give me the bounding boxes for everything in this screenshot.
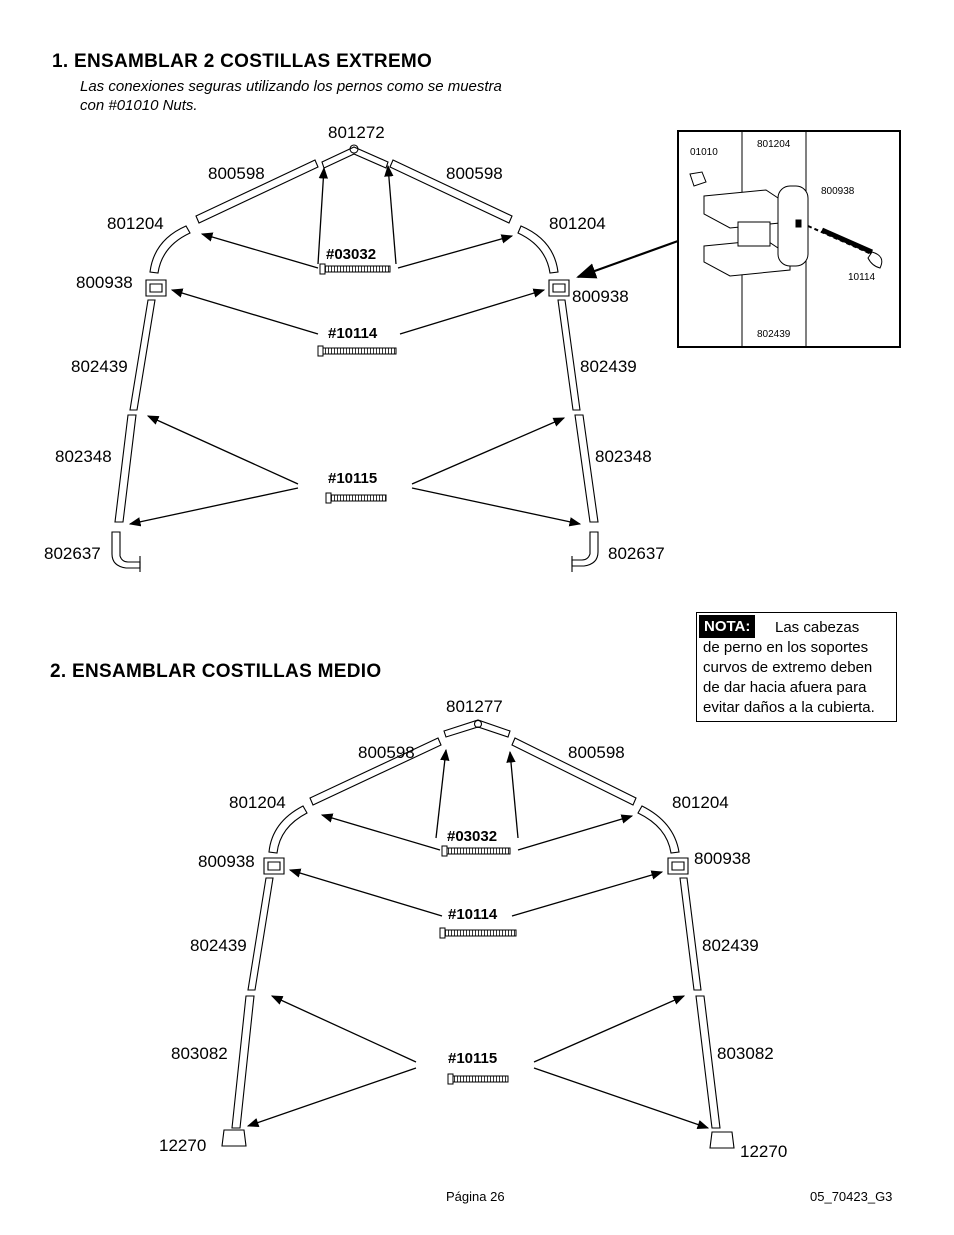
top-connector-1 xyxy=(321,146,389,169)
detail-label-bolt: 10114 xyxy=(848,272,876,283)
leg-right-2 xyxy=(679,877,702,991)
detail-label-nut: 01010 xyxy=(690,147,718,158)
note-line-5: evitar daños a la cubierta. xyxy=(703,699,875,716)
bolts xyxy=(317,263,517,1085)
leg-left-2 xyxy=(247,877,274,991)
s1-label-curve-right: 801204 xyxy=(549,214,606,233)
s2-label-foot-left: 12270 xyxy=(159,1136,207,1155)
foot-right-1 xyxy=(571,531,599,567)
foot-left-1 xyxy=(111,531,141,569)
s1-label-leg-right: 802439 xyxy=(580,357,637,376)
detail-label-bracket: 800938 xyxy=(821,186,855,197)
detail-bolt-head xyxy=(867,251,883,269)
curve-right-2 xyxy=(637,805,680,854)
arrows-section-1 xyxy=(128,164,679,527)
s2-bolt-b-label: #10114 xyxy=(448,906,498,923)
lower-left-1 xyxy=(114,414,137,523)
foot-plate-left-2 xyxy=(221,1129,247,1147)
note-line-1: Las cabezas xyxy=(775,619,860,636)
section-1-subtitle-1: Las conexiones seguras utilizando los pe… xyxy=(80,78,502,95)
s1-label-bracket-right: 800938 xyxy=(572,287,629,306)
s1-label-lower-right: 802348 xyxy=(595,447,652,466)
lower-left-2 xyxy=(231,995,255,1129)
footer-code: 05_70423_G3 xyxy=(810,1189,893,1204)
foot-plate-right-2 xyxy=(709,1131,735,1149)
section-1-title: 1. ENSAMBLAR 2 COSTILLAS EXTREMO xyxy=(52,51,433,72)
note-line-3: curvos de extremo deben xyxy=(703,659,873,676)
upper-tube-right-1 xyxy=(389,159,513,224)
frame-section-1 xyxy=(111,144,599,572)
s2-label-foot-right: 12270 xyxy=(740,1142,788,1161)
note-text: Las cabezas de perno en los soportes cur… xyxy=(703,618,894,718)
bracket-right-1 xyxy=(548,279,570,297)
leg-right-1 xyxy=(557,299,581,411)
s1-label-foot-left: 802637 xyxy=(44,544,101,563)
upper-tube-right-2 xyxy=(511,737,637,806)
s1-bolt-b-label: #10114 xyxy=(328,325,378,342)
lower-right-2 xyxy=(695,995,721,1129)
s1-bolt-c-label: #10115 xyxy=(328,470,378,487)
bracket-right-2 xyxy=(667,857,689,875)
s1-bolt-a-label: #03032 xyxy=(326,246,377,263)
s2-bolt-a-label: #03032 xyxy=(447,828,498,845)
s1-label-upper-right: 800598 xyxy=(446,164,503,183)
section-2-title: 2. ENSAMBLAR COSTILLAS MEDIO xyxy=(50,661,382,682)
leg-left-1 xyxy=(129,299,156,411)
s2-label-upper-left: 800598 xyxy=(358,743,415,762)
curve-left-1 xyxy=(149,225,191,274)
note-line-4: de dar hacia afuera para xyxy=(703,679,867,696)
note-tag: NOTA: xyxy=(699,615,756,638)
s1-label-bracket-left: 800938 xyxy=(76,273,133,292)
s2-label-lower-right: 803082 xyxy=(717,1044,774,1063)
bracket-left-2 xyxy=(263,857,285,875)
s1-label-curve-left: 801204 xyxy=(107,214,164,233)
bracket-left-1 xyxy=(145,279,167,297)
s1-label-lower-left: 802348 xyxy=(55,447,112,466)
section-1-subtitle-2: con #01010 Nuts. xyxy=(80,97,198,114)
s2-bolt-c-label: #10115 xyxy=(448,1050,498,1067)
curve-left-2 xyxy=(268,805,308,854)
frame-section-2 xyxy=(221,719,735,1149)
s2-label-upper-right: 800598 xyxy=(568,743,625,762)
top-connector-2 xyxy=(443,719,511,738)
upper-tube-left-2 xyxy=(309,737,442,806)
s2-label-leg-left: 802439 xyxy=(190,936,247,955)
s2-label-curve-left: 801204 xyxy=(229,793,286,812)
note-box: Las cabezas de perno en los soportes cur… xyxy=(696,612,897,722)
detail-label-leg: 802439 xyxy=(757,329,791,340)
s2-label-bracket-left: 800938 xyxy=(198,852,255,871)
arrows-section-2 xyxy=(246,748,710,1129)
s2-label-bracket-right: 800938 xyxy=(694,849,751,868)
note-line-2: de perno en los soportes xyxy=(703,639,869,656)
detail-box xyxy=(677,130,901,348)
s2-label-leg-right: 802439 xyxy=(702,936,759,955)
s2-label-top: 801277 xyxy=(446,697,503,716)
s2-label-lower-left: 803082 xyxy=(171,1044,228,1063)
s1-label-top: 801272 xyxy=(328,123,385,142)
s1-label-leg-left: 802439 xyxy=(71,357,128,376)
s1-label-upper-left: 800598 xyxy=(208,164,265,183)
s2-label-curve-right: 801204 xyxy=(672,793,729,812)
upper-tube-left-1 xyxy=(195,159,319,224)
s1-label-foot-right: 802637 xyxy=(608,544,665,563)
lower-right-1 xyxy=(574,414,599,523)
curve-right-1 xyxy=(517,225,559,274)
footer-page: Página 26 xyxy=(446,1189,505,1204)
detail-nut xyxy=(689,171,707,187)
detail-label-curve: 801204 xyxy=(757,139,791,150)
